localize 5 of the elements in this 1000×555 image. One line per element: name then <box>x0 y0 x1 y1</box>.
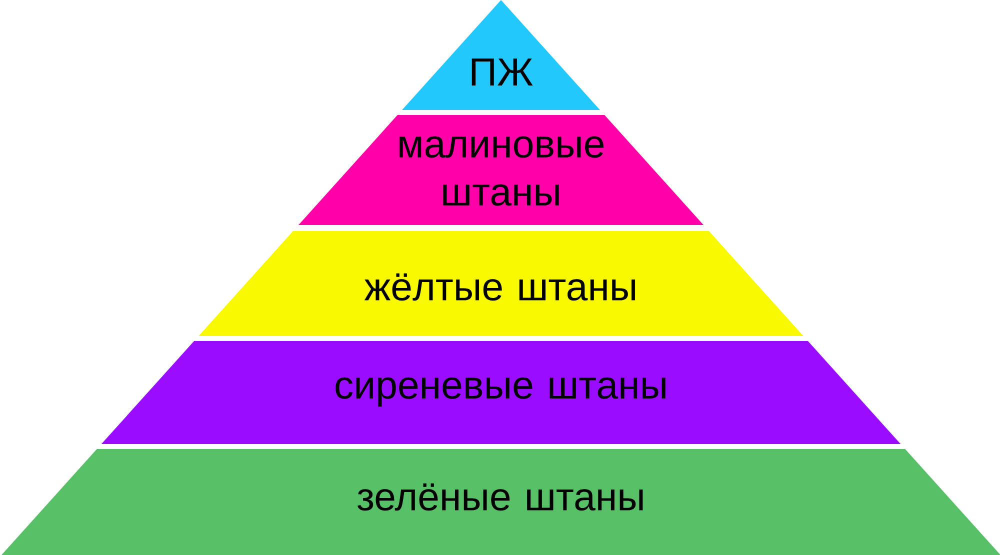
pyramid-tier: зелёные штаны <box>2 449 1000 555</box>
pyramid-tier: малиновые штаны <box>298 115 704 225</box>
pyramid-tier: ПЖ <box>402 0 600 110</box>
pyramid-tier: жёлтые штаны <box>198 231 804 336</box>
pyramid-tier: сиреневые штаны <box>101 341 901 444</box>
